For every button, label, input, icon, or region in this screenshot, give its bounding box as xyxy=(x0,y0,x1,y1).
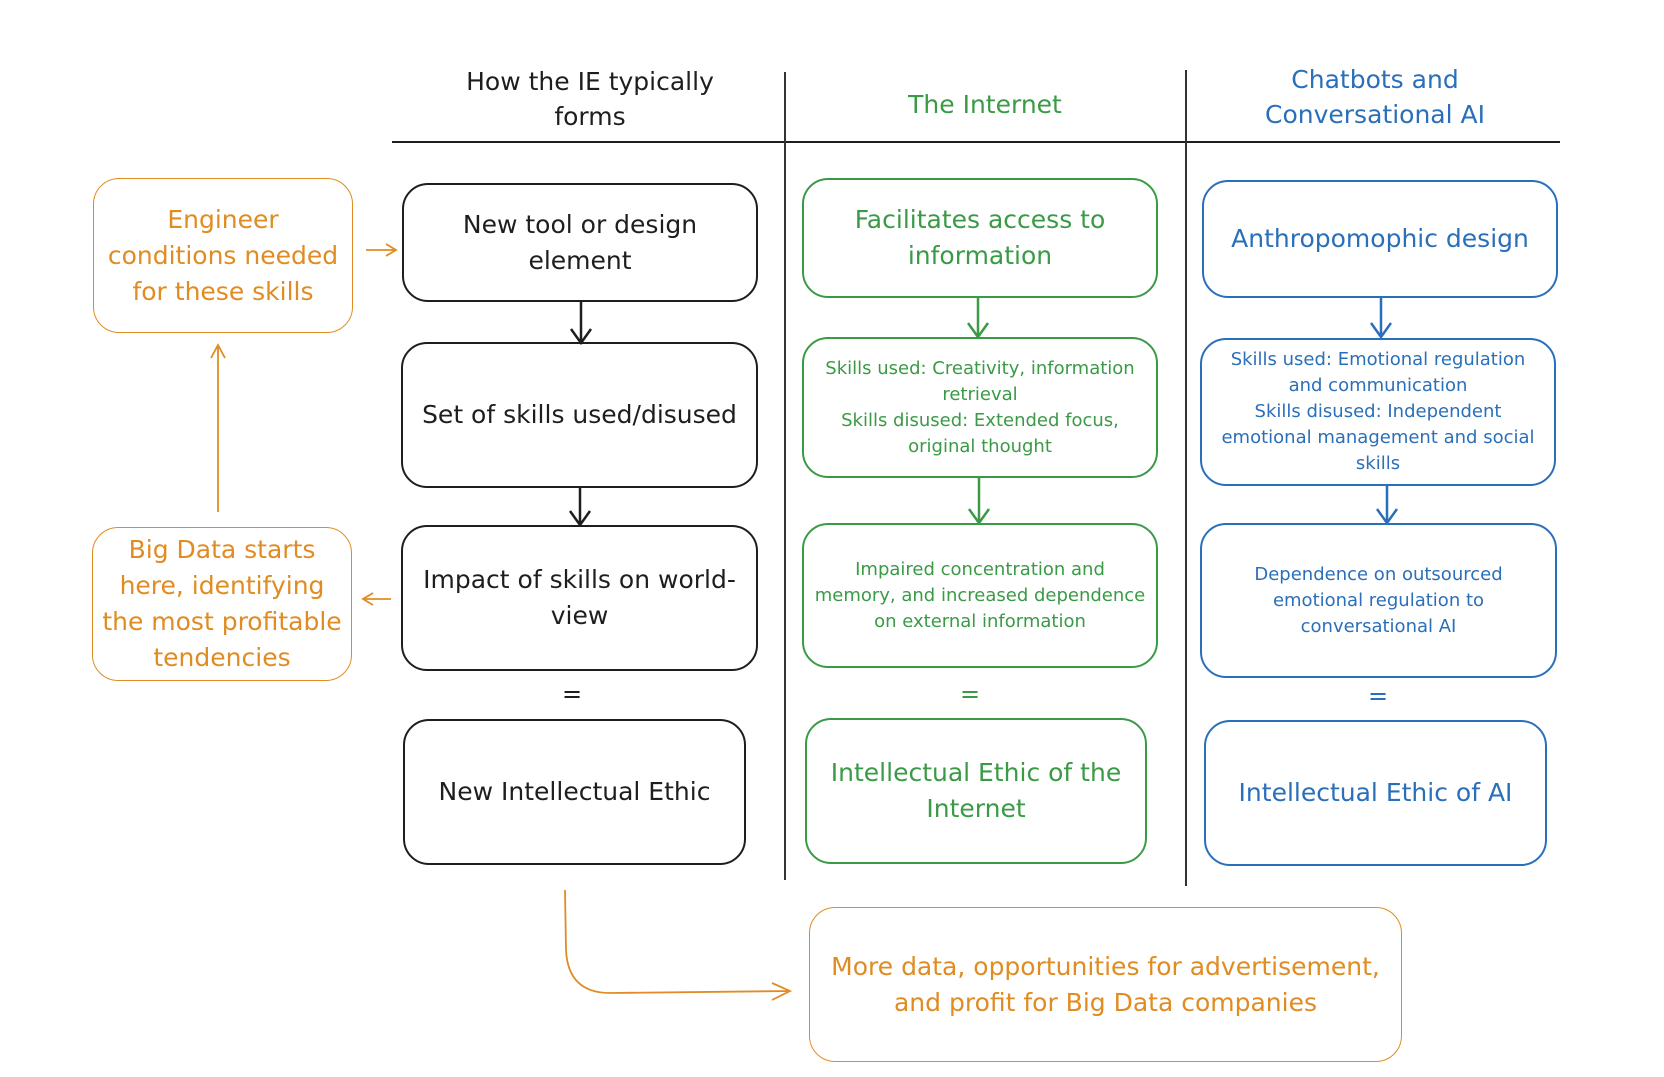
box-internet-impact: Impaired concentration and memory, and i… xyxy=(802,523,1158,668)
arrow-down-icon xyxy=(1369,298,1393,340)
equals-sign: = xyxy=(1367,682,1389,710)
box-new-tool: New tool or design element xyxy=(402,183,758,302)
box-text: Skills used: Emotional regulation and co… xyxy=(1221,349,1535,474)
column-header-ai: Chatbots and Conversational AI xyxy=(1265,65,1485,129)
box-text: Set of skills used/disused xyxy=(422,400,737,429)
note-text: Engineer conditions needed for these ski… xyxy=(107,204,339,306)
box-facilitates-access: Facilitates access to information xyxy=(802,178,1158,298)
box-ai-skills: Skills used: Emotional regulation and co… xyxy=(1200,338,1556,486)
box-ai-impact: Dependence on outsourced emotional regul… xyxy=(1200,523,1557,678)
box-text: Impaired concentration and memory, and i… xyxy=(814,558,1146,632)
box-text: Intellectual Ethic of AI xyxy=(1238,778,1513,807)
box-internet-skills: Skills used: Creativity, information ret… xyxy=(802,337,1158,478)
note-text: Big Data starts here, identifying the mo… xyxy=(102,535,342,672)
arrow-left-icon xyxy=(361,592,391,606)
box-ethic-internet: Intellectual Ethic of the Internet xyxy=(805,718,1147,864)
arrow-down-icon xyxy=(966,298,990,340)
box-text: Facilitates access to information xyxy=(854,205,1106,270)
note-engineer-conditions: Engineer conditions needed for these ski… xyxy=(93,178,353,333)
box-text: Dependence on outsourced emotional regul… xyxy=(1254,563,1503,637)
box-text: New tool or design element xyxy=(462,209,698,275)
box-text: New Intellectual Ethic xyxy=(438,777,711,806)
box-impact-worldview: Impact of skills on world-view xyxy=(401,525,758,671)
equals-sign: = xyxy=(959,680,981,708)
arrow-up-icon xyxy=(210,343,226,512)
box-text: Intellectual Ethic of the Internet xyxy=(830,758,1122,823)
arrow-curve-icon xyxy=(564,889,793,1001)
box-anthropomorphic-design: Anthropomophic design xyxy=(1202,180,1558,298)
arrow-right-icon xyxy=(366,243,398,257)
note-big-data-starts: Big Data starts here, identifying the mo… xyxy=(92,527,352,681)
box-text: Anthropomophic design xyxy=(1231,224,1529,253)
box-text: Skills used: Creativity, information ret… xyxy=(825,357,1135,457)
column-header-internet: The Internet xyxy=(908,90,1062,119)
arrow-down-icon xyxy=(568,488,592,528)
box-skills-used: Set of skills used/disused xyxy=(401,342,758,488)
equals-sign: = xyxy=(561,680,583,708)
box-new-intellectual-ethic: New Intellectual Ethic xyxy=(403,719,746,865)
arrow-down-icon xyxy=(967,478,991,526)
note-more-data-profit: More data, opportunities for advertiseme… xyxy=(809,907,1402,1062)
box-ethic-ai: Intellectual Ethic of AI xyxy=(1204,720,1547,866)
box-text: Impact of skills on world-view xyxy=(423,565,736,630)
arrow-down-icon xyxy=(569,302,593,346)
column-header-ie: How the IE typically forms xyxy=(466,67,714,131)
note-text: More data, opportunities for advertiseme… xyxy=(831,951,1380,1017)
arrow-down-icon xyxy=(1375,486,1399,526)
